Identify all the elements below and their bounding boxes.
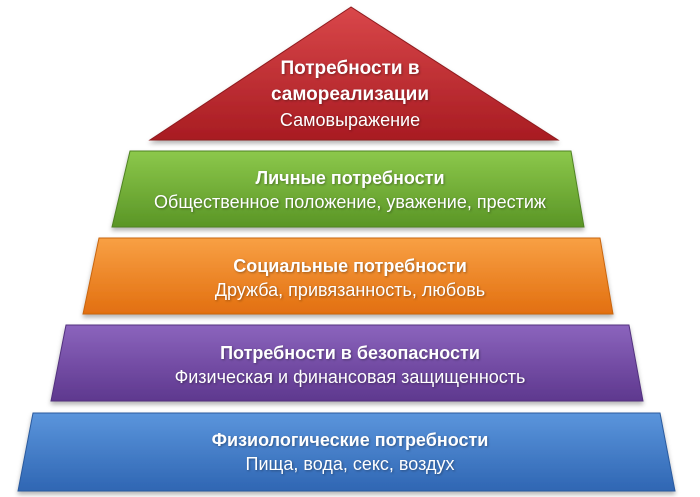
level-physiological: Физиологические потребности Пища, вода, … [0,428,700,476]
level-title: Потребности в [280,58,420,79]
level-subtitle: Дружба, привязанность, любовь [214,280,486,300]
level-social-shape [82,237,614,315]
level-physiological-shape [17,412,676,492]
level-self-actualization-shape [148,6,560,141]
level-social: Социальные потребности Дружба, привязанн… [0,254,700,302]
level-self-actualization: Потребности в самореализации Самовыражен… [0,56,700,132]
level-safety: Потребности в безопасности Физическая и … [0,341,700,389]
level-subtitle: Физическая и финансовая защищенность [174,367,526,387]
level-title-line-2: самореализации [270,84,430,105]
level-title: Социальные потребности [233,256,467,276]
level-subtitle: Самовыражение [279,110,421,130]
level-subtitle: Общественное положение, уважение, прести… [154,192,546,212]
level-title: Физиологические потребности [211,430,489,450]
level-subtitle: Пища, вода, секс, воздух [245,454,455,474]
level-safety-shape [50,324,644,402]
level-esteem: Личные потребности Общественное положени… [0,166,700,214]
level-esteem-shape [111,150,585,228]
level-title: Личные потребности [255,168,445,188]
level-title: Потребности в безопасности [220,343,480,363]
